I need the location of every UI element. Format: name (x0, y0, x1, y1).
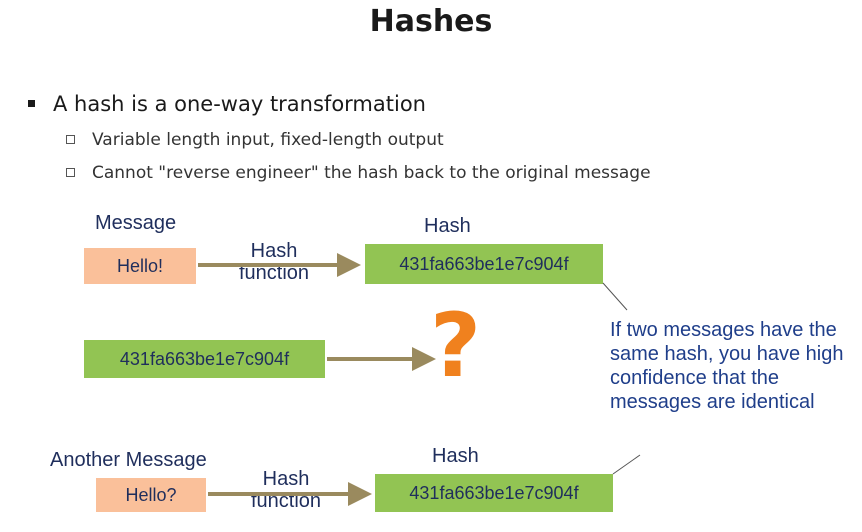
hollow-square-bullet-icon (66, 134, 75, 144)
main-bullet-text: A hash is a one-way transformation (53, 92, 426, 116)
hash-label: Hash (424, 215, 471, 237)
message-box: Hello? (96, 478, 206, 512)
sub-bullet-text: Variable length input, fixed-length outp… (92, 130, 444, 150)
sub-bullet: Variable length input, fixed-length outp… (66, 130, 444, 150)
hash-function-label: Hash function (238, 240, 310, 284)
main-bullet: A hash is a one-way transformation (28, 92, 426, 116)
sub-bullet-text: Cannot "reverse engineer" the hash back … (92, 163, 651, 183)
hash-label: Hash (432, 445, 479, 467)
confidence-note: If two messages have the same hash, you … (610, 319, 844, 413)
square-bullet-icon (28, 99, 35, 107)
another-message-label: Another Message (50, 449, 207, 471)
callout-line (612, 454, 641, 475)
hash-value-box: 431fa663be1e7c904f (84, 340, 325, 378)
slide-title: Hashes (369, 4, 493, 39)
message-box: Hello! (84, 248, 196, 284)
question-mark-icon: ? (430, 294, 482, 397)
callout-line (602, 282, 628, 311)
hash-value-box: 431fa663be1e7c904f (365, 244, 603, 284)
sub-bullet: Cannot "reverse engineer" the hash back … (66, 163, 651, 183)
hash-value-box: 431fa663be1e7c904f (375, 474, 613, 512)
hollow-square-bullet-icon (66, 167, 75, 177)
message-label: Message (95, 212, 177, 234)
